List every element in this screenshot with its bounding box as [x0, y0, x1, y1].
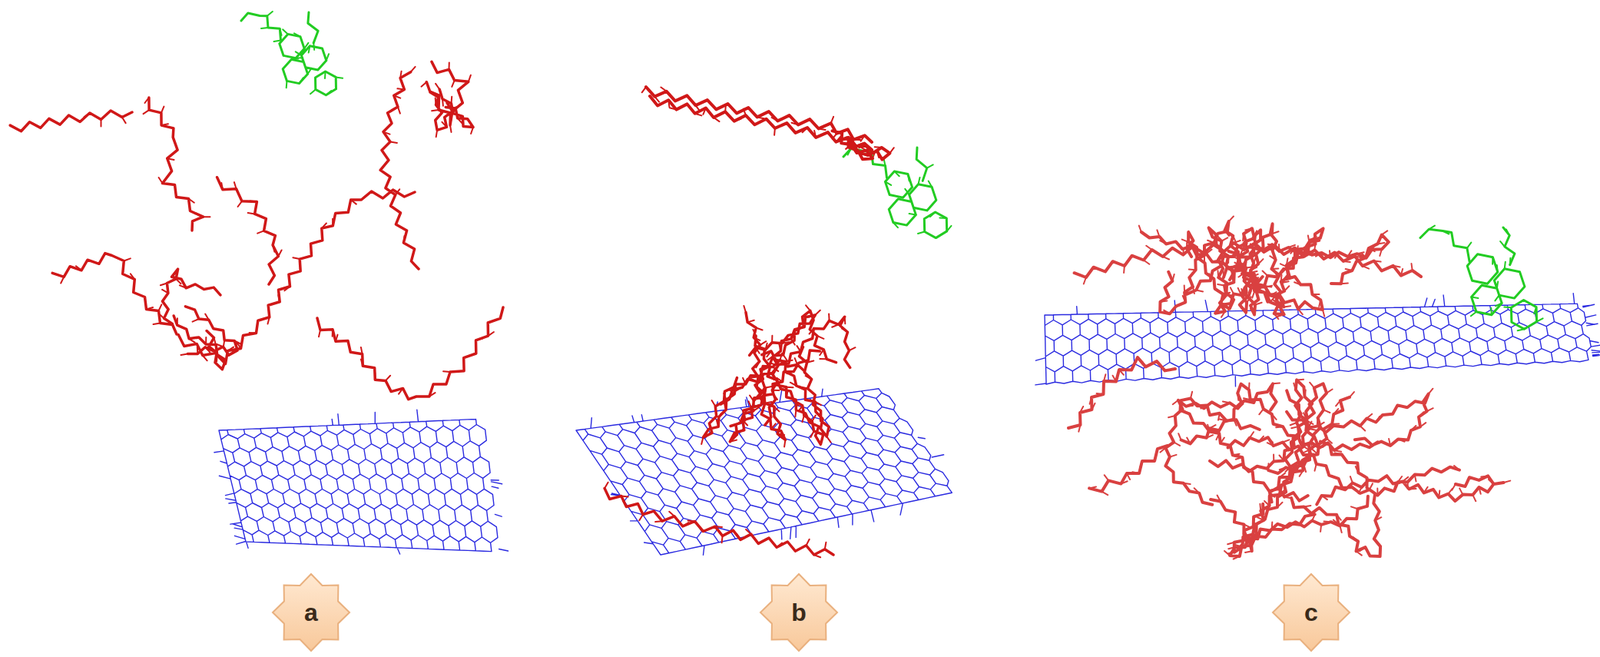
molecule-sticks: [60, 62, 895, 557]
panel-badge: a: [271, 572, 352, 653]
molecule-sticks: [1068, 221, 1504, 557]
panel-letter: a: [271, 572, 352, 653]
molecule-sticks: [261, 11, 1544, 331]
molecule-sticks: [214, 293, 1600, 556]
panel-badge: b: [758, 572, 839, 653]
panel-letter: c: [1271, 572, 1352, 653]
molecule-sticks: [645, 86, 890, 160]
molecule-sticks: [9, 61, 851, 555]
panel-badge: c: [1271, 572, 1352, 653]
panel-letter: b: [758, 572, 839, 653]
